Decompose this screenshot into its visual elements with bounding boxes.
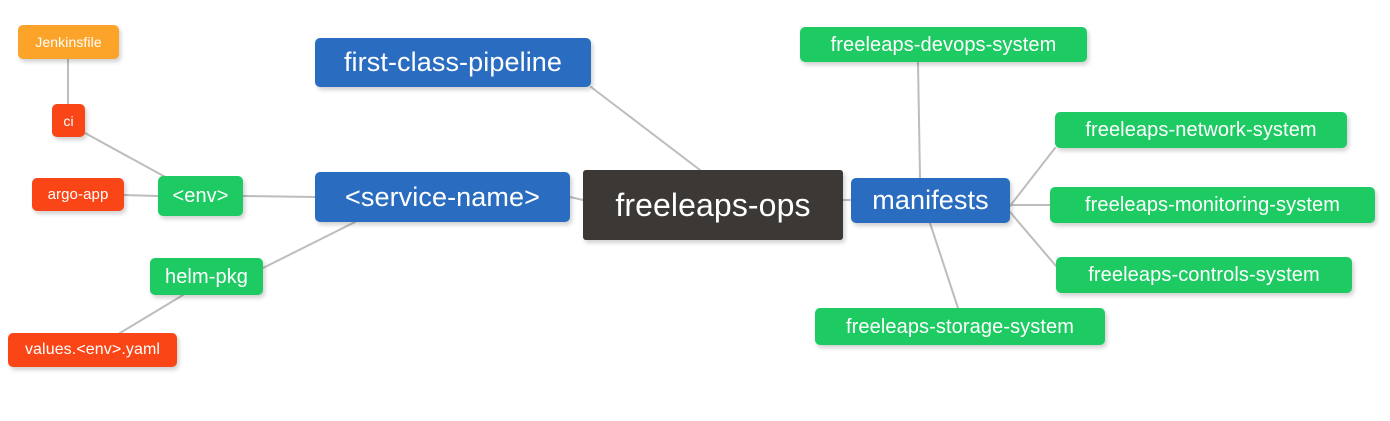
node-label: freeleaps-storage-system bbox=[845, 315, 1075, 338]
node-label: first-class-pipeline bbox=[343, 47, 563, 77]
node-freeleaps-ops[interactable]: freeleaps-ops bbox=[583, 170, 843, 240]
node-freeleaps-controls-system[interactable]: freeleaps-controls-system bbox=[1056, 257, 1352, 293]
node-values-yaml[interactable]: values.<env>.yaml bbox=[8, 333, 177, 367]
edge-manifests-to-freeleaps-devops-system bbox=[917, 61, 921, 179]
node-service-name[interactable]: <service-name> bbox=[315, 172, 570, 222]
node-freeleaps-devops-system[interactable]: freeleaps-devops-system bbox=[800, 27, 1087, 62]
node-label: manifests bbox=[872, 185, 989, 215]
node-label: argo-app bbox=[47, 186, 109, 203]
node-env[interactable]: <env> bbox=[158, 176, 243, 216]
edge-service-name-to-freeleaps-ops bbox=[569, 196, 584, 201]
edge-first-class-pipeline-to-freeleaps-ops bbox=[590, 86, 701, 171]
node-label: freeleaps-controls-system bbox=[1088, 264, 1320, 286]
node-label: values.<env>.yaml bbox=[24, 341, 161, 358]
node-label: freeleaps-monitoring-system bbox=[1084, 194, 1340, 216]
node-argo-app[interactable]: argo-app bbox=[32, 178, 124, 211]
edge-service-name-to-helm-pkg bbox=[262, 221, 356, 269]
node-freeleaps-network-system[interactable]: freeleaps-network-system bbox=[1055, 112, 1347, 148]
node-label: freeleaps-network-system bbox=[1085, 119, 1317, 141]
node-label: helm-pkg bbox=[164, 265, 249, 288]
node-label: ci bbox=[63, 112, 74, 129]
node-jenkinsfile[interactable]: Jenkinsfile bbox=[18, 25, 119, 59]
node-label: <service-name> bbox=[345, 181, 540, 212]
node-freeleaps-storage-system[interactable]: freeleaps-storage-system bbox=[815, 308, 1105, 345]
node-label: freeleaps-ops bbox=[615, 187, 811, 223]
edge-manifests-to-freeleaps-storage-system bbox=[929, 222, 959, 309]
edge-manifests-to-freeleaps-controls-system bbox=[1009, 211, 1057, 267]
edge-argo-app-to-env bbox=[123, 194, 159, 197]
node-freeleaps-monitoring-system[interactable]: freeleaps-monitoring-system bbox=[1050, 187, 1375, 223]
node-manifests[interactable]: manifests bbox=[851, 178, 1010, 223]
edge-manifests-to-freeleaps-network-system bbox=[1009, 147, 1056, 207]
edge-helm-pkg-to-values-yaml bbox=[119, 294, 184, 334]
node-first-class-pipeline[interactable]: first-class-pipeline bbox=[315, 38, 591, 87]
node-label: freeleaps-devops-system bbox=[830, 33, 1057, 56]
node-label: <env> bbox=[172, 185, 229, 207]
node-ci[interactable]: ci bbox=[52, 104, 85, 137]
edge-env-to-service-name bbox=[242, 195, 316, 198]
node-helm-pkg[interactable]: helm-pkg bbox=[150, 258, 263, 295]
node-label: Jenkinsfile bbox=[35, 34, 102, 50]
